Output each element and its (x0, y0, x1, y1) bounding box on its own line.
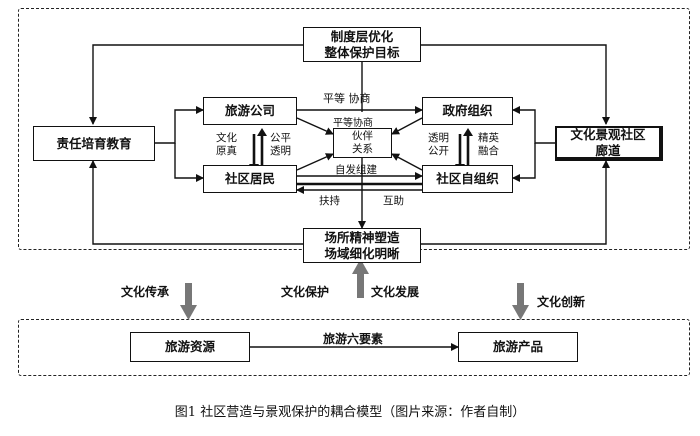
culture-original-line2: 原真 (216, 145, 237, 158)
tourism-resources-box: 旅游资源 (130, 332, 250, 362)
community-residents-box: 社区居民 (203, 165, 297, 193)
fair-transparent-line2: 透明 (270, 145, 291, 158)
system-goal-box: 制度层优化整体保护目标 (303, 27, 421, 62)
culture-original-label: 文化原真 (216, 132, 237, 158)
spontaneous-label: 自发组建 (335, 164, 377, 176)
system-goal-line1: 制度层优化 (330, 28, 394, 44)
tourism-resources-label: 旅游资源 (164, 339, 215, 355)
transparent-open-line2: 公开 (428, 145, 449, 158)
culture-innovate-label: 文化创新 (537, 295, 586, 309)
equal-consult-top-label: 平等 协商 (323, 92, 371, 105)
cultural-corridor-box: 文化景观社区廊道 (555, 126, 663, 161)
fair-transparent-label: 公平透明 (270, 132, 291, 158)
tour-company-label: 旅游公司 (224, 103, 275, 119)
gov-org-label: 政府组织 (442, 103, 493, 119)
elite-fusion-line1: 精英 (478, 132, 499, 144)
cultural-corridor-line1: 文化景观社区 (570, 126, 646, 142)
transparent-open-label: 透明公开 (428, 132, 449, 158)
culture-protect-label: 文化保护 (281, 285, 330, 299)
partnership-line2: 关系 (352, 143, 373, 155)
elite-fusion-label: 精英融合 (478, 132, 499, 158)
culture-inherit-label: 文化传承 (121, 285, 170, 299)
tour-company-box: 旅游公司 (203, 97, 297, 125)
figure-caption: 图1 社区营造与景观保护的耦合模型（图片来源：作者自制） (174, 405, 526, 420)
elite-fusion-line2: 融合 (478, 145, 499, 158)
place-spirit-line1: 场所精神塑造 (324, 229, 400, 245)
partnership-box: 伙伴关系 (333, 128, 392, 158)
community-residents-label: 社区居民 (224, 171, 275, 187)
six-elements-label: 旅游六要素 (323, 332, 384, 346)
gov-org-box: 政府组织 (422, 97, 513, 125)
fair-transparent-line1: 公平 (270, 132, 291, 144)
place-spirit-line2: 场域细化明晰 (324, 245, 400, 261)
culture-develop-label: 文化发展 (371, 285, 420, 299)
mutual-help-label: 互助 (383, 195, 404, 207)
responsibility-box: 责任培育教育 (33, 126, 155, 161)
system-goal-line2: 整体保护目标 (324, 44, 400, 60)
culture-original-line1: 文化 (216, 132, 237, 144)
responsibility-label: 责任培育教育 (56, 135, 132, 151)
community-self-org-box: 社区自组织 (422, 165, 513, 193)
support-label: 扶持 (319, 195, 340, 207)
transparent-open-line1: 透明 (428, 132, 449, 144)
community-self-org-label: 社区自组织 (436, 171, 499, 187)
cultural-corridor-line2: 廊道 (595, 142, 621, 158)
tourism-products-label: 旅游产品 (492, 339, 543, 355)
tourism-system-frame (18, 319, 690, 376)
equal-consult-mid-label: 平等协商 (333, 118, 373, 129)
partnership-line1: 伙伴 (352, 129, 373, 142)
tourism-products-box: 旅游产品 (458, 332, 578, 362)
place-spirit-box: 场所精神塑造场域细化明晰 (303, 228, 421, 263)
